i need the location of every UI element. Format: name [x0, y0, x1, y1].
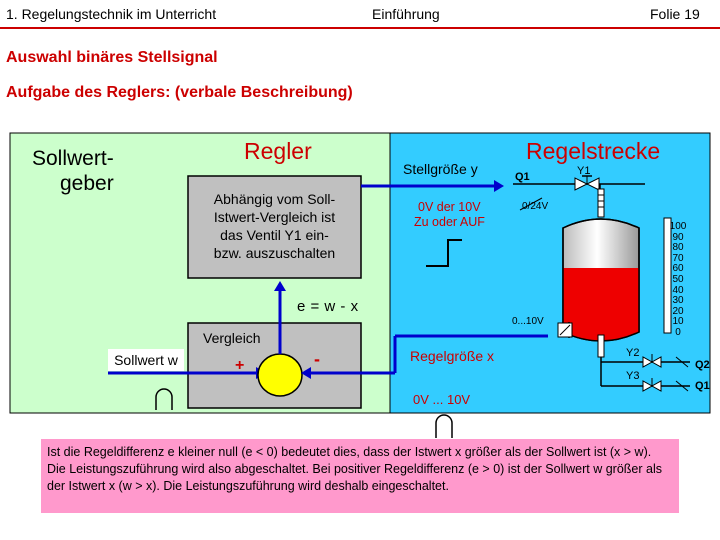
v024-label: 0/24V — [522, 201, 549, 212]
explanation-box: Ist die Regeldifferenz e kleiner null (e… — [41, 439, 679, 513]
stellgroesse-label: Stellgröße y — [403, 161, 478, 177]
slide-subheading: Aufgabe des Reglers: (verbale Beschreibu… — [6, 84, 353, 101]
sollwertgeber-label-line2: geber — [60, 172, 114, 195]
outlet-pump — [597, 334, 605, 358]
header-course-title: 1. Regelungstechnik im Unterricht — [6, 6, 217, 22]
scale-tick: 80 — [672, 242, 684, 254]
scale-tick: 10 — [672, 316, 684, 328]
regelstrecke-title: Regelstrecke — [526, 138, 661, 164]
stell-range-line2: Zu oder AUF — [414, 215, 485, 229]
regler-desc-line4: bzw. auszuschalten — [213, 245, 336, 261]
q2-label: Q2 — [695, 359, 710, 371]
level-scale: 100 90 80 70 60 50 40 30 20 10 0 — [664, 221, 692, 339]
minus-sign: - — [314, 349, 320, 369]
sollwertgeber-label-line1: Sollwert- — [32, 147, 114, 170]
regelgroesse-label: Regelgröße x — [410, 348, 495, 364]
scale-tick: 100 — [669, 221, 687, 232]
scale-tick: 0 — [675, 326, 681, 338]
valve-y3-right — [650, 380, 662, 392]
error-arrowhead — [274, 281, 286, 291]
scale-tick: 70 — [672, 252, 684, 264]
valve-y1-left — [574, 177, 589, 191]
slide-heading: Auswahl binäres Stellsignal — [6, 49, 218, 66]
regelstrecke-panel — [389, 132, 711, 414]
header-section-title: Einführung — [372, 6, 440, 22]
scale-tick: 90 — [672, 231, 684, 243]
regler-desc-line3: das Ventil Y1 ein- — [220, 227, 329, 243]
scale-tick: 50 — [672, 273, 684, 285]
y1-label: Y1 — [577, 165, 591, 177]
valve-y2-right — [650, 356, 662, 368]
plus-sign: + — [235, 357, 245, 374]
error-equation: e = w - x — [297, 298, 359, 315]
header-slide-number: Folie 19 — [650, 6, 700, 22]
comparator-circle — [257, 353, 303, 397]
y2-label: Y2 — [626, 347, 640, 359]
sollwert-input-symbol — [155, 388, 173, 410]
stellgroesse-arrowhead — [494, 180, 504, 192]
scale-tick: 60 — [672, 263, 684, 275]
regler-title: Regler — [244, 138, 312, 164]
scale-tick: 40 — [672, 284, 684, 296]
q1-bottom-label: Q1 — [695, 380, 710, 392]
regler-desc-line2: Istwert-Vergleich ist — [213, 209, 336, 225]
valve-y1-right — [585, 177, 600, 191]
vergleich-label: Vergleich — [203, 330, 261, 346]
regelgroesse-output-symbol — [435, 414, 453, 438]
stell-range-line1: 0V der 10V — [418, 200, 481, 214]
level-scale-bar — [663, 217, 672, 334]
valve-y2-left — [642, 356, 654, 368]
scale-tick: 30 — [672, 295, 684, 307]
feedback-arrowhead — [301, 367, 311, 379]
regelgroesse-range-label: 0V ... 10V — [413, 392, 471, 407]
sollwert-w-label: Sollwert w — [108, 349, 184, 371]
tank-level-fill — [563, 268, 639, 341]
header-divider — [0, 27, 720, 29]
regler-description-box — [187, 175, 362, 279]
q1-top-label: Q1 — [515, 171, 530, 183]
sensor-range-label: 0...10V — [512, 316, 544, 327]
scale-tick: 20 — [672, 305, 684, 317]
inlet-pump — [597, 188, 605, 218]
valve-y3-left — [642, 380, 654, 392]
y3-label: Y3 — [626, 370, 640, 382]
regler-desc-line1: Abhängig vom Soll- — [213, 191, 336, 207]
step-signal-symbol — [426, 239, 462, 267]
